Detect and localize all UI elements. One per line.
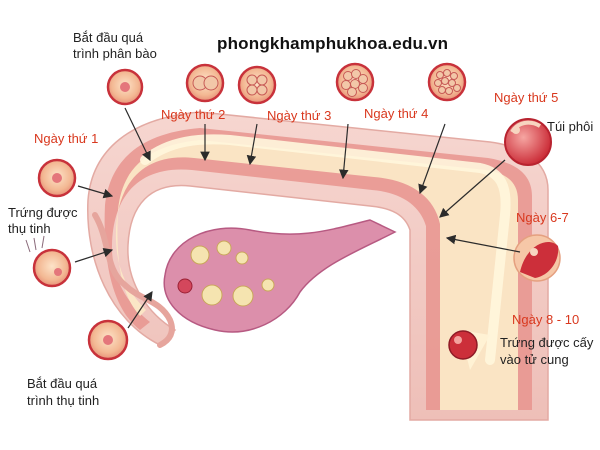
label-start-division-line1: Bắt đầu quá (73, 30, 144, 45)
label-day2: Ngày thứ 2 (161, 107, 226, 122)
cell-day5-blastocyst (504, 118, 552, 166)
ovary (163, 219, 397, 333)
cell-day2b (237, 65, 277, 105)
label-day8-10: Ngày 8 - 10 (512, 312, 580, 327)
cell-day6-7 (513, 234, 561, 282)
label-day1: Ngày thứ 1 (34, 131, 99, 146)
label-day4: Ngày thứ 4 (364, 106, 429, 121)
label-day6-7: Ngày 6-7 (516, 210, 569, 225)
label-blastocyst: Túi phôi (547, 119, 594, 134)
label-implanted-line1: Trứng được cấy (500, 335, 594, 350)
label-start-division-line2: trình phân bào (73, 46, 157, 61)
cell-day1 (37, 158, 77, 198)
cell-start-division (106, 68, 144, 106)
label-implanted-line2: vào tử cung (500, 352, 569, 367)
label-start-fertilization-line2: trình thụ tinh (27, 393, 100, 408)
site-watermark: phongkhamphukhoa.edu.vn (217, 34, 449, 53)
label-start-fertilization-line1: Bắt đầu quá (27, 376, 98, 391)
cell-day2 (185, 63, 225, 103)
cell-day4 (427, 62, 467, 102)
label-fertilized-line2: thụ tinh (8, 221, 51, 236)
cell-fertilized (25, 235, 72, 288)
pointer-arrows (74, 107, 521, 329)
label-day3: Ngày thứ 3 (267, 108, 332, 123)
fallopian-tube (87, 111, 549, 421)
label-day5: Ngày thứ 5 (494, 90, 559, 105)
label-fertilized-line1: Trứng được (8, 205, 78, 220)
cell-start-fertilization (87, 319, 129, 361)
cell-day3 (335, 62, 375, 102)
cell-day8-10-implanted (448, 330, 478, 360)
